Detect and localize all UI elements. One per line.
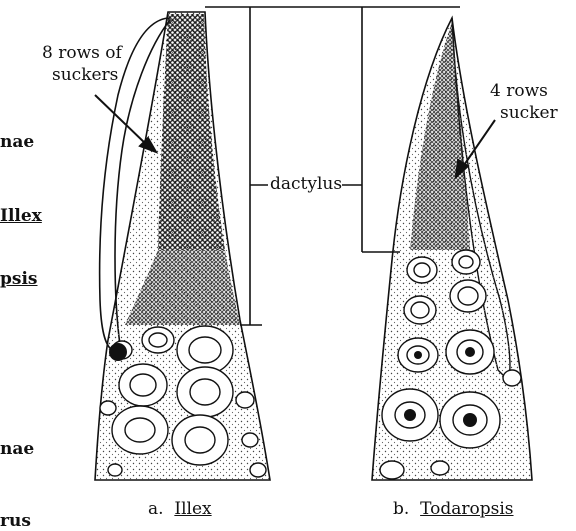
dactylus-label: dactylus: [270, 175, 342, 194]
edge-fragment-5: rus: [0, 512, 31, 531]
edge-fragment-2: Illex: [0, 207, 42, 226]
caption-b: b. Todaropsis: [393, 500, 514, 519]
illex-rows-label-line2: suckers: [52, 66, 118, 85]
illex-club: [95, 12, 270, 480]
caption-a: a. Illex: [148, 500, 212, 519]
edge-fragment-4: nae: [0, 440, 34, 459]
todaropsis-rows-label-line2: sucker: [500, 104, 558, 123]
todaropsis-rows-label-line1: 4 rows: [490, 82, 548, 101]
illex-rows-label-line1: 8 rows of: [42, 44, 122, 63]
caption-a-genus: Illex: [174, 499, 211, 519]
edge-fragment-1: nae: [0, 133, 34, 152]
caption-a-letter: a.: [148, 499, 164, 519]
caption-b-letter: b.: [393, 499, 409, 519]
edge-fragment-3: psis: [0, 270, 38, 289]
caption-b-genus: Todaropsis: [420, 499, 513, 519]
